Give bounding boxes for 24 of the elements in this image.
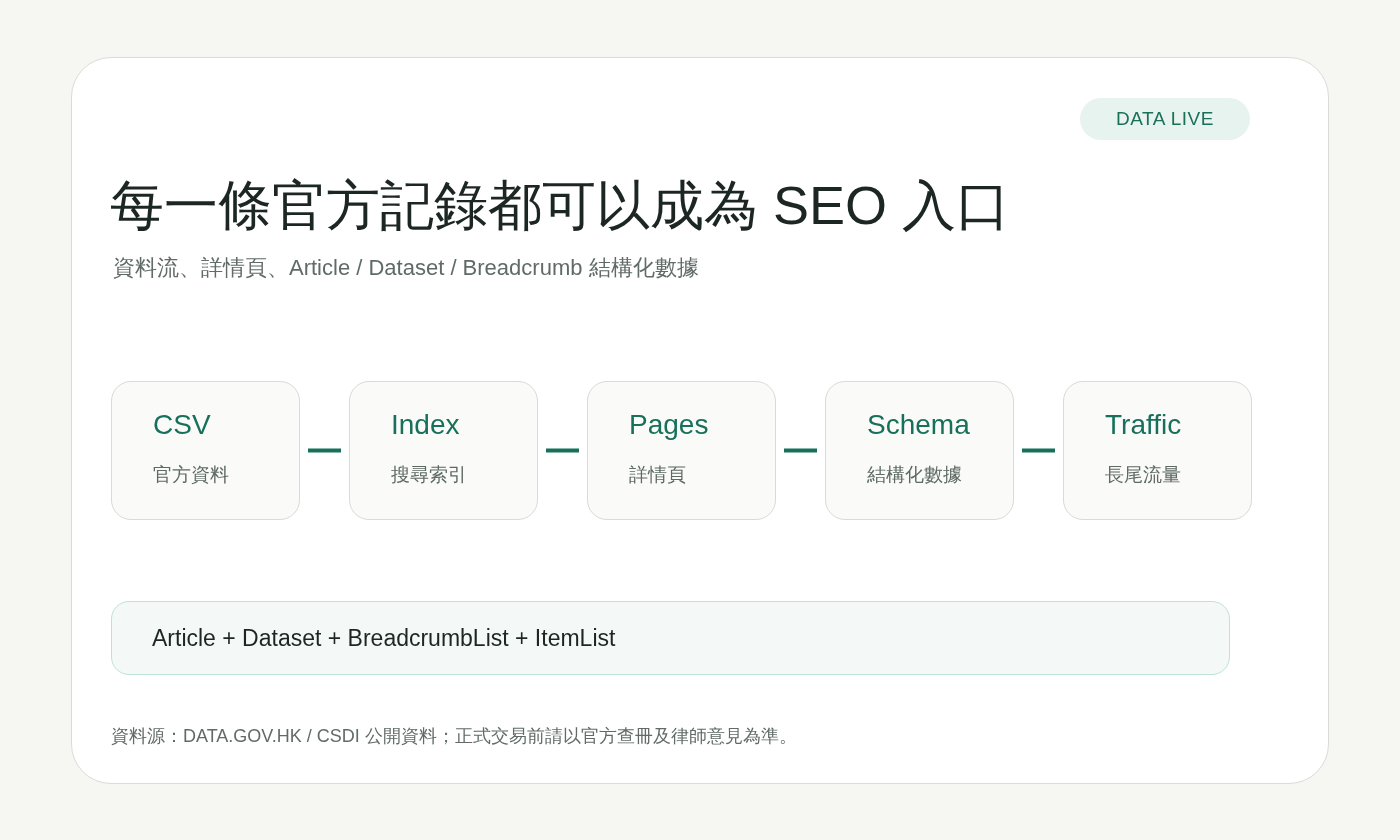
process-box bbox=[825, 381, 1014, 520]
process-box bbox=[349, 381, 538, 520]
step-description: 長尾流量 bbox=[1105, 465, 1181, 484]
connector-line bbox=[784, 448, 817, 453]
page-title: 每一條官方記錄都可以成為 SEO 入口 bbox=[110, 178, 1011, 232]
step-title: CSV bbox=[153, 411, 211, 439]
step-description: 官方資料 bbox=[153, 465, 229, 484]
schema-banner: Article + Dataset + BreadcrumbList + ItemList bbox=[111, 601, 1230, 675]
connector-line bbox=[546, 448, 579, 453]
step-description: 詳情頁 bbox=[629, 465, 686, 484]
process-box bbox=[587, 381, 776, 520]
step-title: Pages bbox=[629, 411, 709, 439]
process-box bbox=[1063, 381, 1252, 520]
subtitle: 資料流、詳情頁、Article / Dataset / Breadcrumb 結構化數據 bbox=[113, 257, 699, 279]
connector-line bbox=[308, 448, 341, 453]
step-description: 搜尋索引 bbox=[391, 465, 467, 484]
step-title: Traffic bbox=[1105, 411, 1182, 439]
process-box bbox=[111, 381, 300, 520]
source-note: 資料源：DATA.GOV.HK / CSDI 公開資料；正式交易前請以官方查冊及律師意見為準。 bbox=[111, 727, 797, 745]
step-description: 結構化數據 bbox=[867, 465, 962, 484]
connector-line bbox=[1022, 448, 1055, 453]
status-badge: DATA LIVE bbox=[1080, 98, 1250, 140]
step-title: Schema bbox=[867, 411, 970, 439]
step-title: Index bbox=[391, 411, 460, 439]
